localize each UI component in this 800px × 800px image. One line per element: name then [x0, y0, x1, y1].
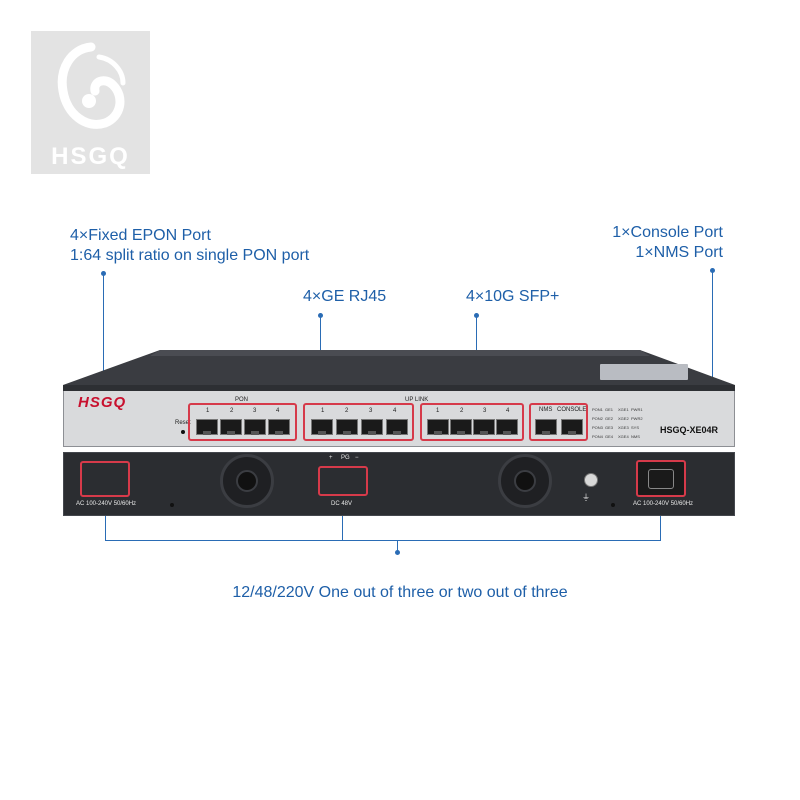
pon-port-number: 4	[276, 408, 280, 414]
pon-group-label: PON	[235, 397, 249, 403]
ge-port-number: 1	[321, 408, 325, 414]
front-panel	[63, 385, 735, 447]
console-leader-vertical	[712, 270, 713, 425]
ge-port-number: 4	[393, 408, 397, 414]
led-label: XGE4	[618, 434, 629, 439]
ge-rj45-port[interactable]	[336, 419, 358, 435]
led-indicator-grid: PON1 GE1 XGE1 PWR1 PON2 GE2 XGE2 PWR2 PO…	[592, 407, 644, 443]
led-label: PON1	[592, 407, 603, 412]
pon-port[interactable]	[244, 419, 266, 435]
power-leader-dot	[395, 550, 400, 555]
sfp-plus-port[interactable]	[473, 419, 495, 435]
power-callout: 12/48/220V One out of three or two out o…	[232, 584, 568, 601]
led-label: GE3	[605, 425, 614, 430]
pon-port[interactable]	[220, 419, 242, 435]
sfp-port-number: 2	[460, 408, 464, 414]
ge-port-number: 2	[345, 408, 349, 414]
pon-port-group: 1 2 3 4	[188, 403, 297, 441]
led-label: SYS	[631, 425, 640, 430]
dc-label: DC 48V	[331, 501, 353, 507]
uplink-group-label: UP LINK	[405, 397, 429, 403]
led-label: PON3	[592, 425, 603, 430]
sfp-port-group: 1 2 3 4	[420, 403, 524, 441]
console-callout-line1: 1×Console Port	[612, 224, 723, 241]
led-label: GE1	[605, 407, 614, 412]
led-label: XGE1	[618, 407, 629, 412]
fan-right-icon	[498, 454, 552, 508]
eye-logo-icon	[57, 42, 126, 129]
dc-plus-label: +	[329, 455, 333, 461]
led-label: XGE2	[618, 416, 629, 421]
dc-power-slot[interactable]	[318, 466, 368, 496]
dc-minus-label: −	[355, 455, 359, 461]
power-bracket-left	[105, 500, 106, 540]
ge-port-group: 1 2 3 4	[303, 403, 414, 441]
sfp-port-number: 4	[506, 408, 510, 414]
ge-port-number: 3	[369, 408, 373, 414]
epon-callout-line2: 1:64 split ratio on single PON port	[70, 247, 310, 264]
led-label: GE4	[605, 434, 614, 439]
ge-rj45-port[interactable]	[311, 419, 333, 435]
console-port[interactable]	[561, 419, 583, 435]
epon-callout-line1: 4×Fixed EPON Port	[70, 227, 211, 244]
led-label: XGE3	[618, 425, 629, 430]
led-label: PON2	[592, 416, 603, 421]
sfp-plus-port[interactable]	[427, 419, 449, 435]
pon-port[interactable]	[268, 419, 290, 435]
sfp-callout: 4×10G SFP+	[466, 288, 560, 305]
watermark-brand-text: HSGQ	[51, 143, 130, 170]
screw-icon	[170, 503, 174, 507]
power-bracket-right	[660, 500, 661, 540]
reset-label: Reset	[175, 420, 191, 426]
power-bracket-stem	[397, 540, 398, 552]
ac-power-inlet-right[interactable]	[636, 460, 686, 497]
ground-screw-icon	[584, 473, 598, 487]
fan-left-icon	[220, 454, 274, 508]
led-label: NMS	[631, 434, 640, 439]
front-brand-logo: HSGQ	[78, 394, 127, 411]
ac-power-slot-left[interactable]	[80, 461, 130, 497]
sfp-plus-port[interactable]	[496, 419, 518, 435]
led-label: PON4	[592, 434, 603, 439]
ge-rj45-port[interactable]	[386, 419, 408, 435]
epon-leader-vertical	[103, 273, 104, 412]
front-panel-vent-strip	[63, 385, 735, 391]
screw-icon	[611, 503, 615, 507]
ac-right-label: AC 100-240V 50/60Hz	[633, 501, 694, 507]
pon-port-number: 1	[206, 408, 210, 414]
pon-port[interactable]	[196, 419, 218, 435]
reset-button[interactable]	[181, 430, 185, 434]
model-label: HSGQ-XE04R	[660, 425, 719, 435]
power-bracket-mid	[342, 500, 343, 540]
sfp-port-number: 1	[436, 408, 440, 414]
ge-callout: 4×GE RJ45	[303, 288, 387, 305]
iec-socket-icon	[648, 469, 674, 489]
ac-left-label: AC 100-240V 50/60Hz	[76, 501, 137, 507]
sfp-plus-port[interactable]	[450, 419, 472, 435]
led-label: PWR1	[631, 407, 643, 412]
ge-rj45-port[interactable]	[361, 419, 383, 435]
led-label: GE2	[605, 416, 614, 421]
rear-panel	[63, 452, 735, 516]
hsgq-watermark-logo: HSGQ	[31, 31, 150, 174]
sfp-port-number: 3	[483, 408, 487, 414]
ground-symbol-icon: ⏚	[582, 493, 590, 502]
console-callout-line2: 1×NMS Port	[635, 244, 723, 261]
nms-port[interactable]	[535, 419, 557, 435]
dc-pg-label: PG	[341, 455, 350, 461]
pon-port-number: 2	[230, 408, 234, 414]
console-label: CONSOLE	[557, 407, 587, 413]
nms-console-port-group: NMS CONSOLE	[529, 403, 588, 441]
pon-port-number: 3	[253, 408, 257, 414]
nms-label: NMS	[539, 407, 553, 413]
power-bracket-base	[105, 540, 661, 541]
led-label: PWR2	[631, 416, 643, 421]
